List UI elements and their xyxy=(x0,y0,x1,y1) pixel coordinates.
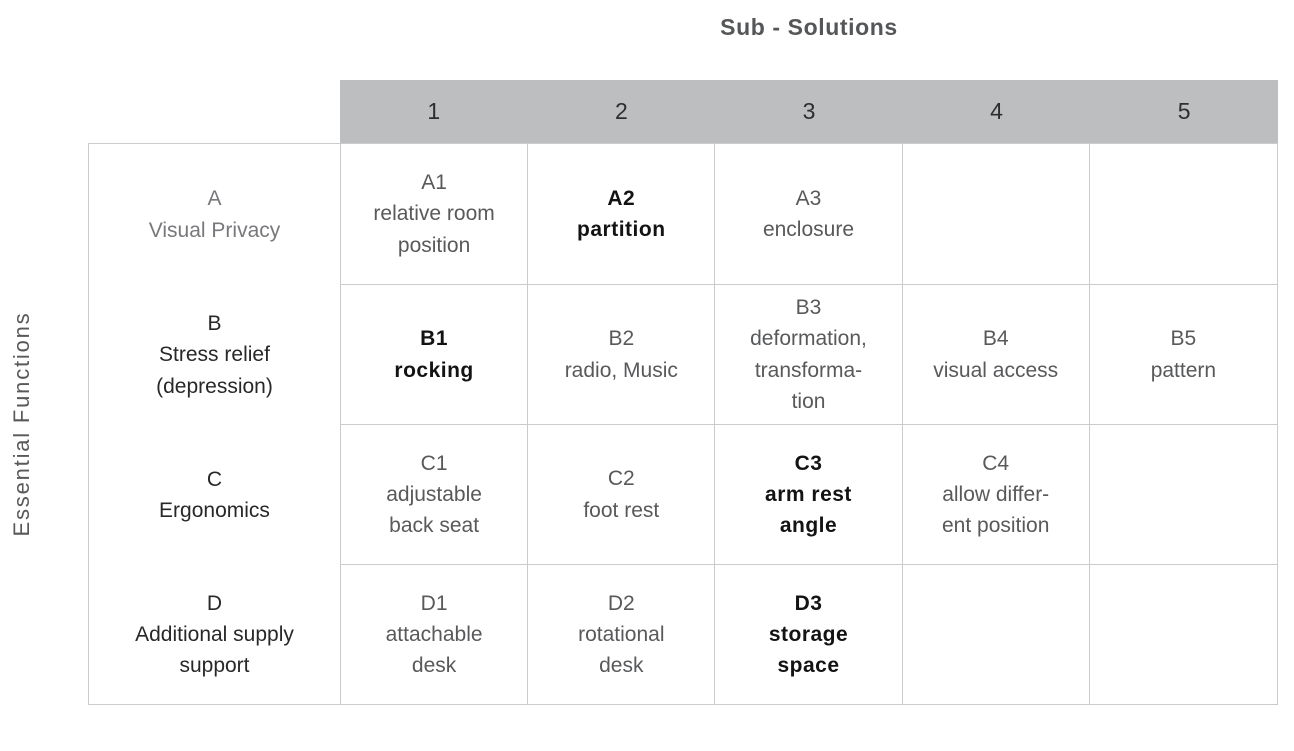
cell-d5 xyxy=(1090,565,1277,704)
y-axis-label: Essential Functions xyxy=(9,311,34,537)
cell-a5 xyxy=(1089,144,1277,285)
row-header-a: A Visual Privacy xyxy=(148,187,281,242)
cell-b3: B3 deformation, transforma- tion xyxy=(715,285,903,425)
row-header-b: B Stress relief (depression) xyxy=(156,312,273,398)
cell-c2: C2 foot rest xyxy=(528,425,716,565)
cell-a4 xyxy=(902,144,1090,285)
row-headers-column: A Visual Privacy B Stress relief (depres… xyxy=(89,144,341,704)
cell-grid: A1 relative room position A2 partition A… xyxy=(341,144,1277,704)
cell-c3: C3 arm rest angle xyxy=(715,425,903,565)
column-header-4: 4 xyxy=(990,98,1003,124)
column-header-band: 1 2 3 4 5 xyxy=(340,80,1278,143)
column-header-1: 1 xyxy=(427,98,441,124)
cell-a3: A3 enclosure xyxy=(715,144,903,285)
cell-b5: B5 pattern xyxy=(1089,285,1277,425)
cell-b4: B4 visual access xyxy=(902,285,1090,425)
cell-c1: C1 adjustable back seat xyxy=(341,425,529,565)
cell-c4: C4 allow differ- ent position xyxy=(902,425,1090,565)
cell-b2: B2 radio, Music xyxy=(528,285,716,425)
cell-d3: D3 storage space xyxy=(715,565,903,704)
cell-a1: A1 relative room position xyxy=(341,144,529,285)
page-title: Sub - Solutions xyxy=(720,14,898,40)
cell-d2: D2 rotational desk xyxy=(528,565,716,704)
column-header-3: 3 xyxy=(802,98,816,124)
cell-d4 xyxy=(903,565,1090,704)
cell-c5 xyxy=(1089,425,1277,565)
row-header-d: D Additional supply support xyxy=(135,591,294,678)
row-header-c: C Ergonomics xyxy=(159,467,270,522)
cell-a2: A2 partition xyxy=(528,144,716,285)
cell-d1: D1 attachable desk xyxy=(341,565,529,704)
column-header-5: 5 xyxy=(1177,98,1191,124)
column-header-2: 2 xyxy=(614,98,628,124)
cell-b1: B1 rocking xyxy=(341,285,529,425)
morphological-matrix: A Visual Privacy B Stress relief (depres… xyxy=(88,143,1278,705)
